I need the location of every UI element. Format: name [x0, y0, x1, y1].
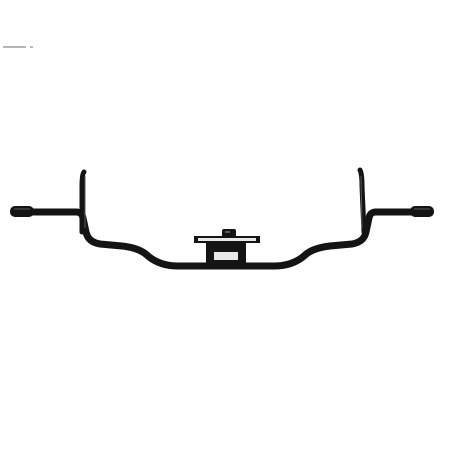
- center-bracket-window-shade: [214, 248, 238, 252]
- right-end-link: [357, 167, 367, 235]
- bushing-knob: [222, 229, 236, 238]
- bushing-knob-highlight: [225, 231, 230, 233]
- right-end-link-highlight: [360, 175, 363, 229]
- left-bar-tip: [10, 206, 34, 217]
- right-bar-tip: [410, 206, 434, 217]
- mounting-plate-inner: [198, 238, 256, 241]
- left-end-link: [79, 169, 87, 235]
